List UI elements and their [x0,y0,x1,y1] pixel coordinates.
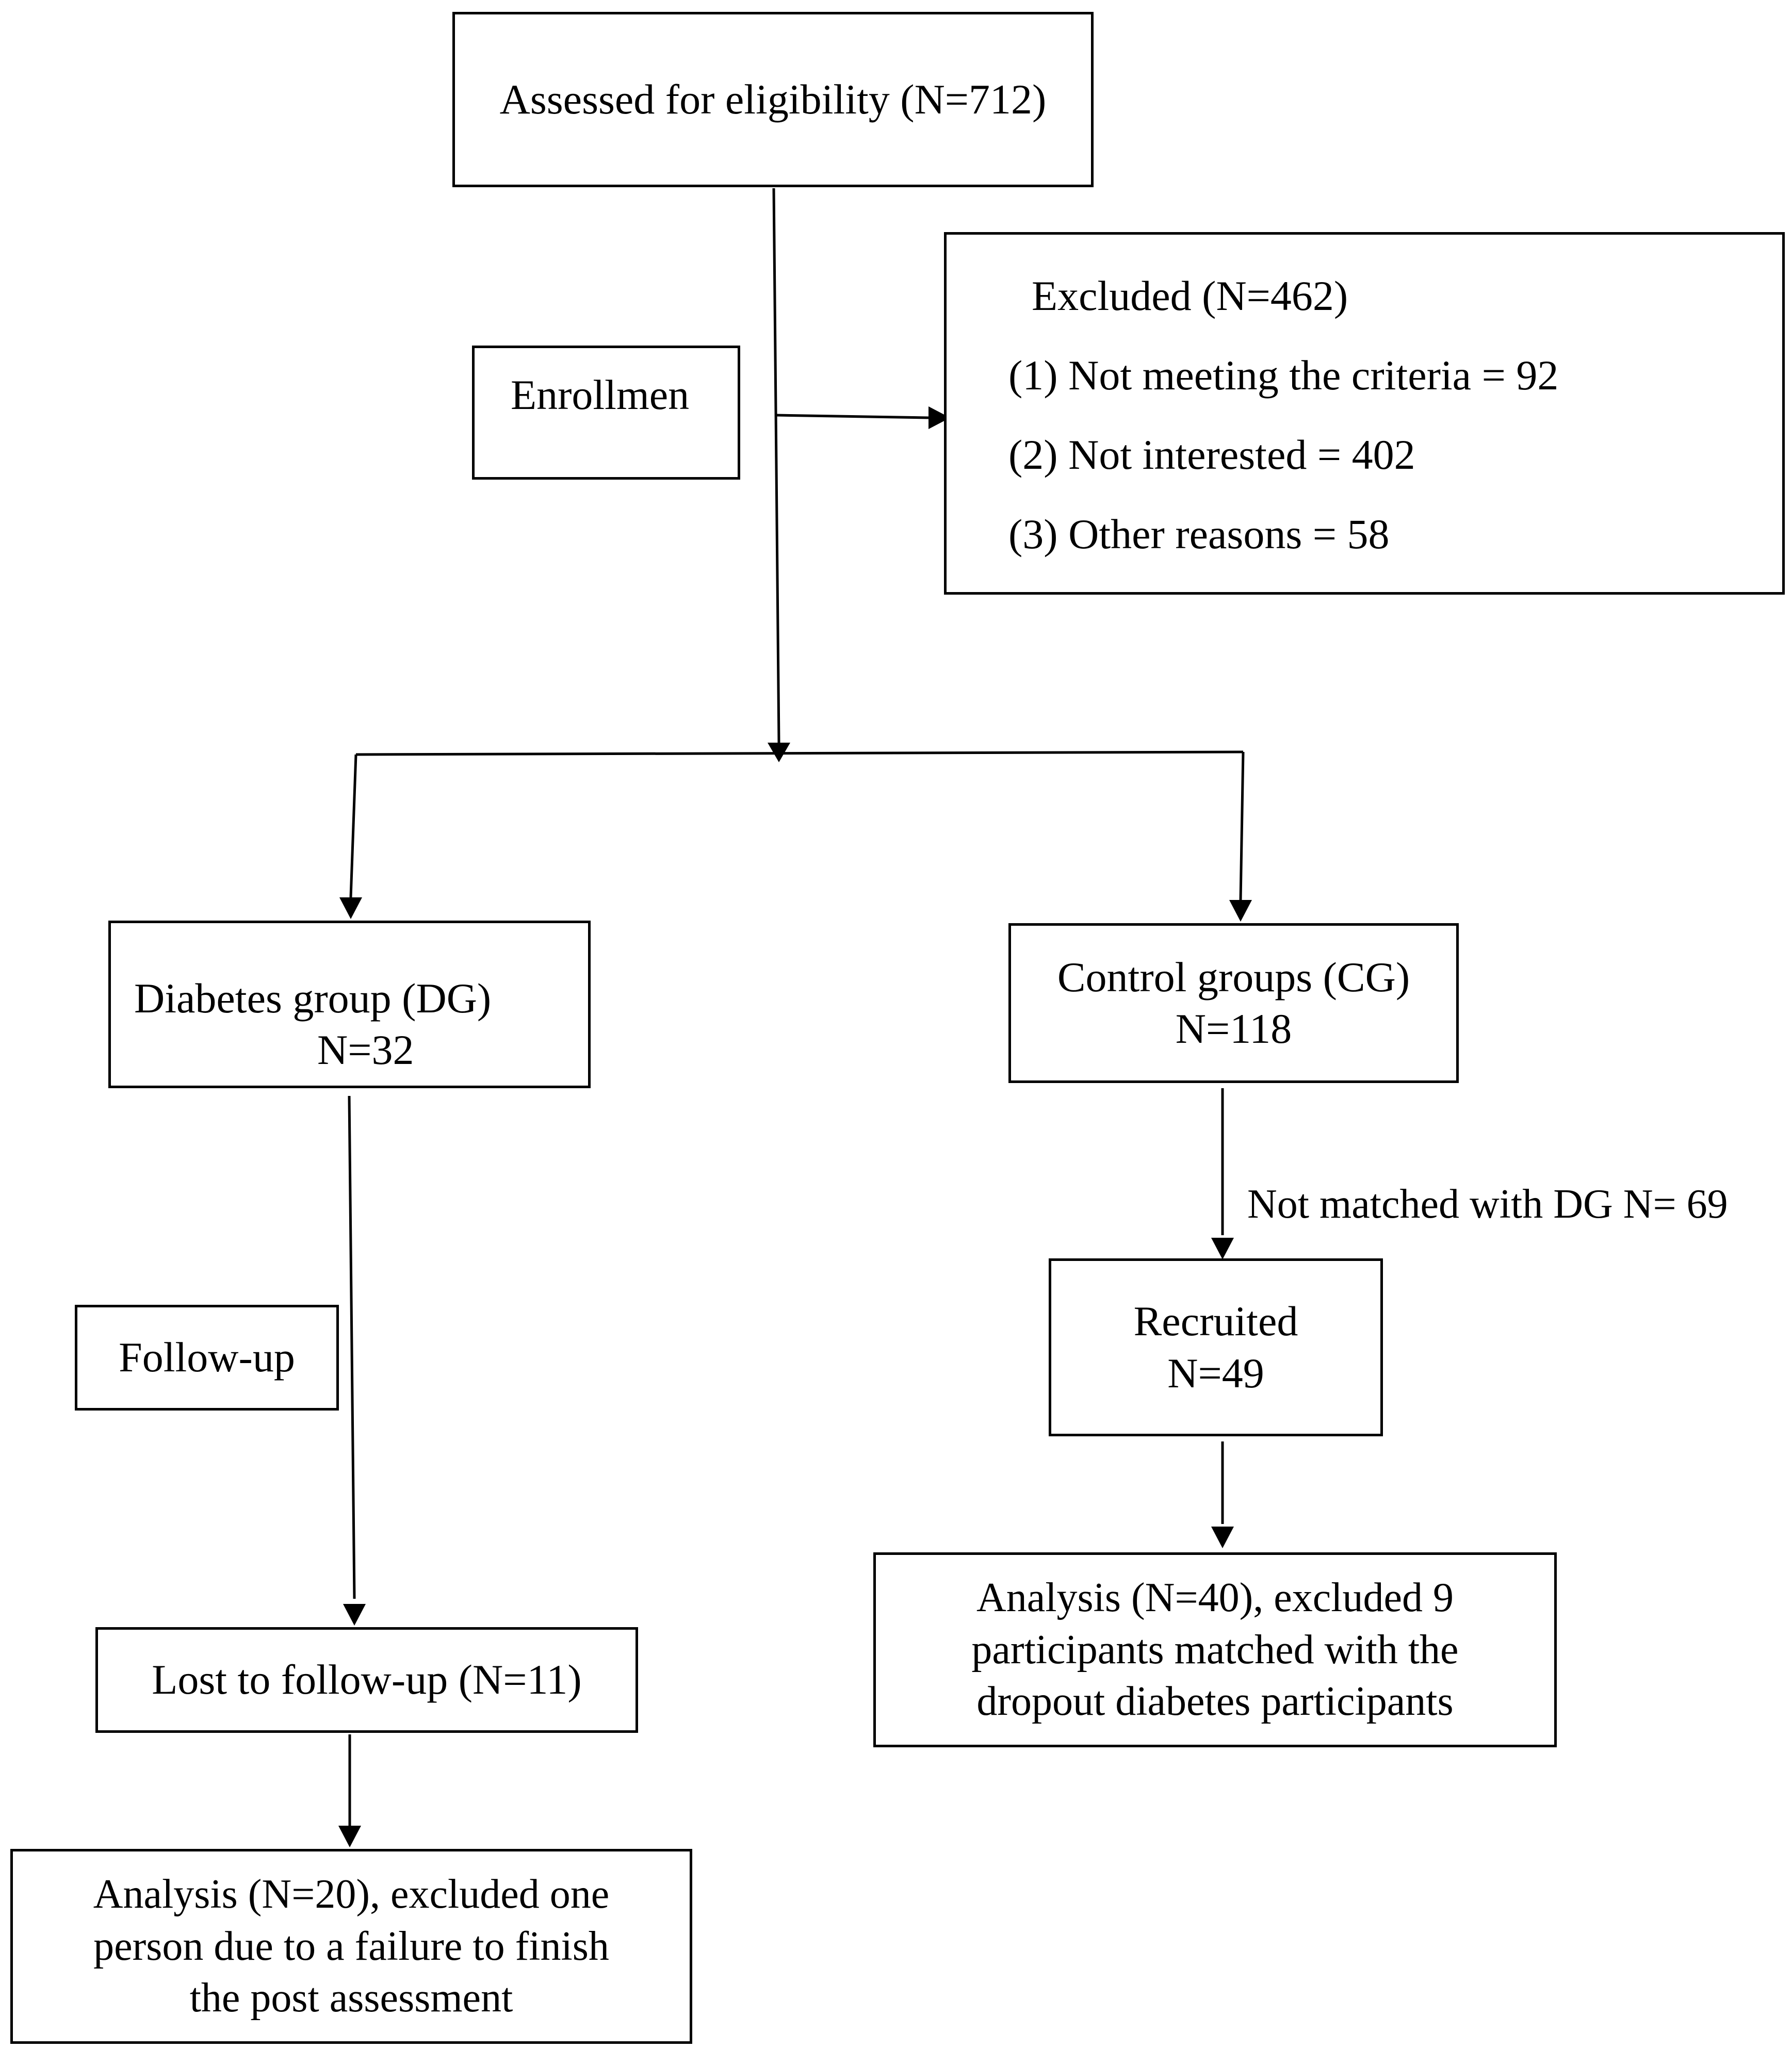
control-group-box: Control groups (CG) N=118 [1008,923,1459,1083]
diabetes-group-count: N=32 [317,1026,414,1073]
arrowhead-icon [1211,1527,1234,1548]
enrollment-label: Enrollmen [511,371,690,418]
analysis-cg-line: dropout diabetes participants [976,1679,1454,1725]
edge-to-diabetes [349,754,357,898]
recruited-count: N=49 [1167,1349,1264,1397]
followup-label: Follow-up [119,1334,295,1381]
arrowhead-icon [1211,1238,1234,1259]
arrowhead-icon [1229,900,1252,922]
analysis-cg-line: Analysis (N=40), excluded 9 [976,1575,1454,1620]
assessed-box: Assessed for eligibility (N=712) [452,12,1094,187]
arrowhead-icon [928,406,950,429]
excluded-item: (1) Not meeting the criteria = 92 [1008,352,1559,399]
lost-followup-label: Lost to follow-up (N=11) [152,1656,582,1703]
enrollment-box: Enrollmen [472,346,740,480]
analysis-dg-box: Analysis (N=20), excluded one person due… [10,1849,692,2044]
not-matched-label: Not matched with DG N= 69 [1247,1182,1728,1227]
lost-followup-box: Lost to follow-up (N=11) [95,1627,638,1733]
split-horizontal [355,750,1244,756]
diabetes-group-box: Diabetes group (DG) N=32 [108,921,591,1088]
edge-assessed-to-split [772,188,780,743]
control-group-label: Control groups (CG) [1057,953,1410,1001]
analysis-dg-line: Analysis (N=20), excluded one [93,1871,610,1917]
arrowhead-icon [768,743,790,762]
analysis-dg-line: the post assessment [189,1975,513,2021]
control-group-count: N=118 [1175,1005,1292,1052]
analysis-dg-line: person due to a failure to finish [93,1923,609,1969]
diabetes-group-label: Diabetes group (DG) [134,975,492,1022]
excluded-item: (2) Not interested = 402 [1008,431,1415,478]
analysis-cg-box: Analysis (N=40), excluded 9 participants… [873,1552,1557,1747]
excluded-item: (3) Other reasons = 58 [1008,511,1390,558]
edge-to-control [1239,751,1245,900]
recruited-box: Recruited N=49 [1049,1258,1383,1436]
excluded-title: Excluded (N=462) [1032,272,1348,319]
arrowhead-icon [339,897,362,919]
edge-diabetes-to-lost [348,1095,356,1599]
excluded-box: Excluded (N=462) (1) Not meeting the cri… [944,232,1785,595]
arrowhead-icon [343,1604,366,1626]
followup-box: Follow-up [75,1305,339,1411]
edge-to-excluded [776,414,929,419]
recruited-label: Recruited [1133,1298,1298,1345]
assessed-label: Assessed for eligibility (N=712) [499,75,1047,123]
analysis-cg-line: participants matched with the [971,1627,1459,1673]
arrowhead-icon [338,1826,361,1847]
